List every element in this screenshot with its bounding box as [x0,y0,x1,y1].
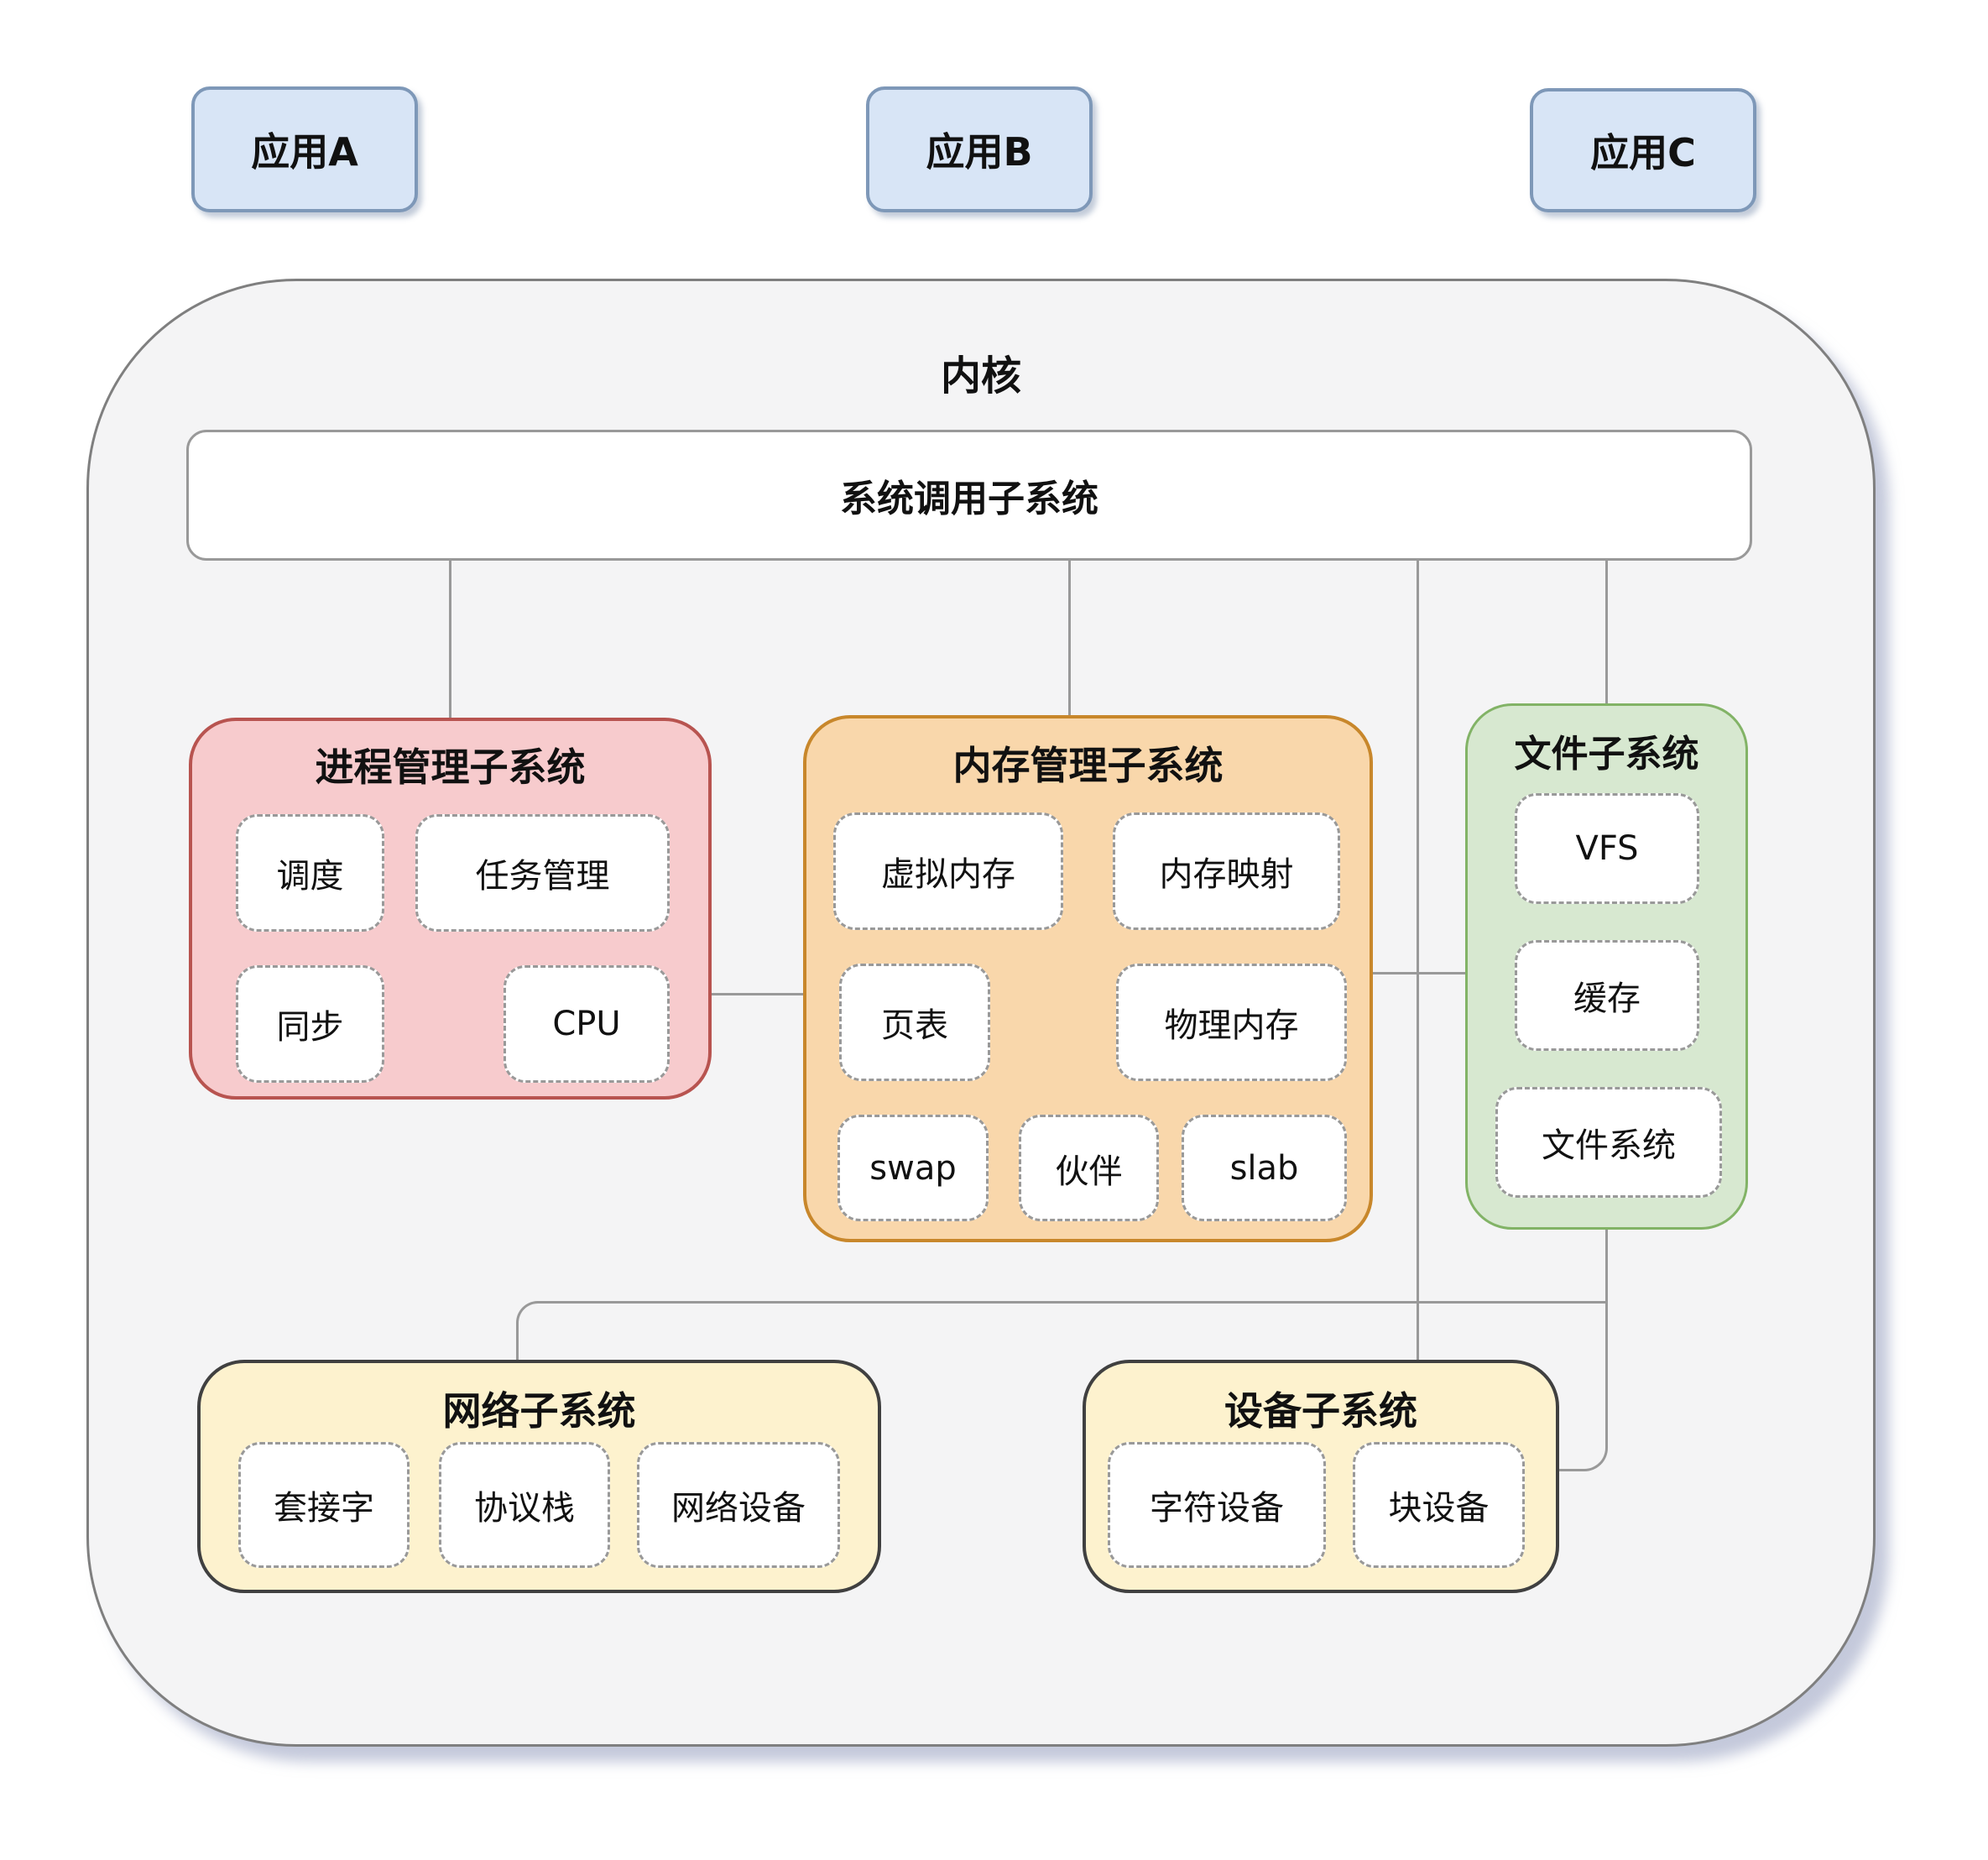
page-table-node: 页表 [839,964,990,1081]
syscall-subsystem-bar: 系统调用子系统 [186,430,1752,561]
protocol-stack-node: 协议栈 [439,1442,610,1568]
connector-bus-to-network-corner [516,1301,540,1360]
device-subsystem-title: 设备子系统 [1224,1388,1417,1434]
socket-node: 套接字 [238,1442,410,1568]
sync-node: 同步 [236,965,384,1083]
connector-bar-to-process [449,561,451,718]
app-a-node: 应用A [191,86,418,212]
scheduling-node: 调度 [236,814,384,932]
network-subsystem-title: 网络子系统 [442,1388,636,1434]
task-management-node: 任务管理 [415,814,670,932]
buddy-node: 伙伴 [1019,1115,1159,1221]
filesystem-node: 文件系统 [1495,1087,1722,1198]
app-b-node: 应用B [866,86,1093,212]
memory-subsystem-title: 内存管理子系统 [952,743,1224,788]
cpu-node: CPU [504,965,670,1083]
connector-file-down [1605,1230,1608,1429]
connector-memory-to-file [1373,972,1465,974]
char-device-node: 字符设备 [1108,1442,1326,1568]
virtual-memory-node: 虚拟内存 [833,812,1063,930]
process-subsystem-title: 进程管理子系统 [315,745,586,790]
connector-bar-to-file [1605,561,1608,703]
file-subsystem-title: 文件子系统 [1514,733,1699,776]
vfs-node: VFS [1515,793,1699,904]
connector-bus-horizontal [537,1301,1608,1304]
connector-bar-to-device [1417,561,1419,1360]
cache-node: 缓存 [1515,940,1699,1051]
slab-node: slab [1182,1115,1347,1221]
connector-bar-to-memory [1068,561,1071,715]
physical-memory-node: 物理内存 [1116,964,1347,1081]
block-device-node: 块设备 [1353,1442,1525,1568]
swap-node: swap [837,1115,989,1221]
kernel-title: 内核 [940,353,1021,400]
network-device-node: 网络设备 [637,1442,840,1568]
app-c-node: 应用C [1530,88,1756,212]
connector-file-to-device-corner [1559,1427,1608,1471]
memory-mapping-node: 内存映射 [1113,812,1340,930]
connector-process-to-memory [712,993,803,995]
